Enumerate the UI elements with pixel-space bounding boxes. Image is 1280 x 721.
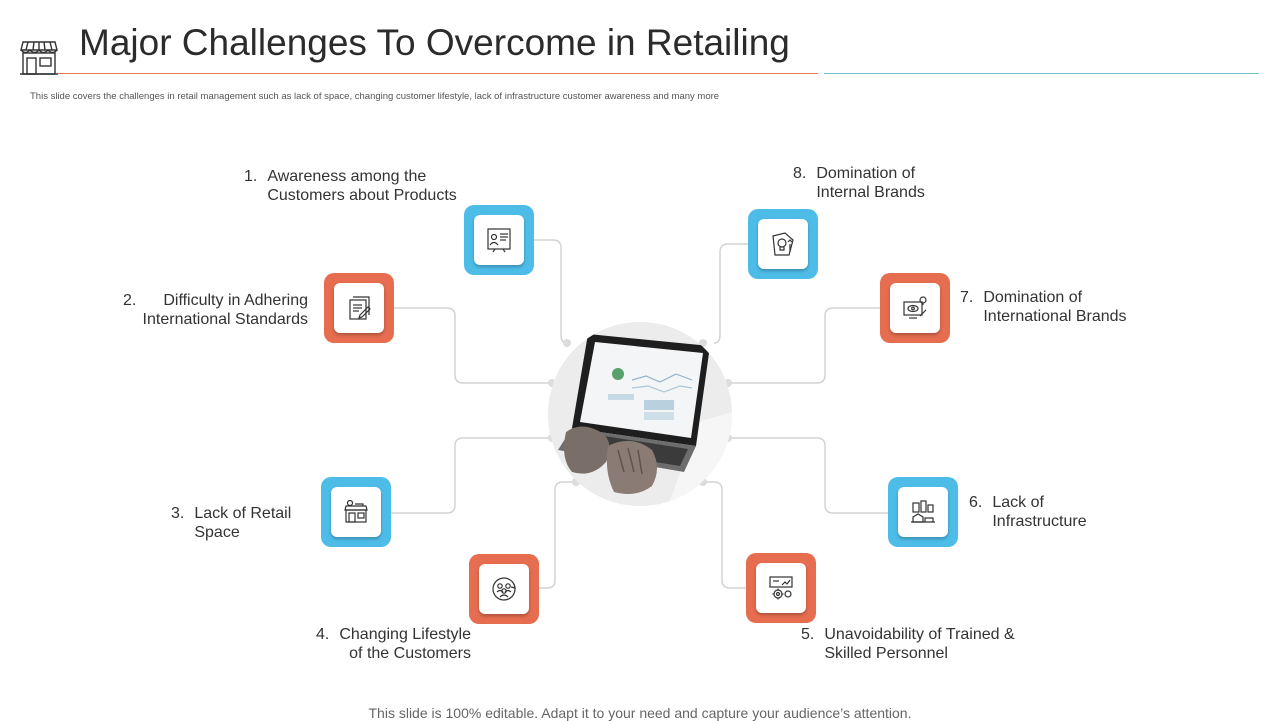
- tile-6-icon-frame: [898, 487, 948, 537]
- connector-2: [394, 307, 552, 384]
- brand-monitor-idea-icon: [903, 296, 927, 319]
- page-title: Major Challenges To Overcome in Retailin…: [79, 22, 790, 63]
- challenge-tile-7[interactable]: [880, 273, 950, 343]
- title-rule-left: [58, 73, 818, 74]
- retail-store-icon: [344, 499, 368, 523]
- slide-description: This slide covers the challenges in reta…: [30, 91, 720, 102]
- tile-5-icon-frame: [756, 563, 806, 613]
- challenge-tile-5[interactable]: [746, 553, 816, 623]
- internal-brand-idea-icon: [772, 232, 794, 256]
- tile-3-icon-frame: [331, 487, 381, 537]
- challenge-tile-4[interactable]: [469, 554, 539, 624]
- challenge-tile-8[interactable]: [748, 209, 818, 279]
- challenge-tile-1[interactable]: [464, 205, 534, 275]
- title-rule-right: [824, 73, 1259, 74]
- store-icon: [20, 41, 58, 75]
- skilled-personnel-gear-icon: [769, 576, 793, 600]
- buildings-infrastructure-icon: [911, 500, 935, 523]
- connector-3: [390, 437, 552, 514]
- customer-group-cycle-icon: [492, 577, 516, 601]
- laptop-photo: [548, 322, 732, 506]
- challenge-tile-6[interactable]: [888, 477, 958, 547]
- tile-1-icon-frame: [474, 215, 524, 265]
- challenge-label-5: 5. Unavoidability of Trained &Skilled Pe…: [801, 626, 1015, 662]
- documents-standards-icon: [349, 296, 371, 320]
- challenge-tile-3[interactable]: [321, 477, 391, 547]
- connector-7: [728, 307, 880, 384]
- footer-note: This slide is 100% editable. Adapt it to…: [368, 705, 912, 721]
- tile-4-icon-frame: [479, 564, 529, 614]
- tile-7-icon-frame: [890, 283, 940, 333]
- tile-2-icon-frame: [334, 283, 384, 333]
- center-laptop-photo: [548, 322, 732, 506]
- connector-6: [728, 437, 888, 514]
- tile-8-icon-frame: [758, 219, 808, 269]
- challenge-tile-2[interactable]: [324, 273, 394, 343]
- presentation-board-icon: [487, 228, 511, 253]
